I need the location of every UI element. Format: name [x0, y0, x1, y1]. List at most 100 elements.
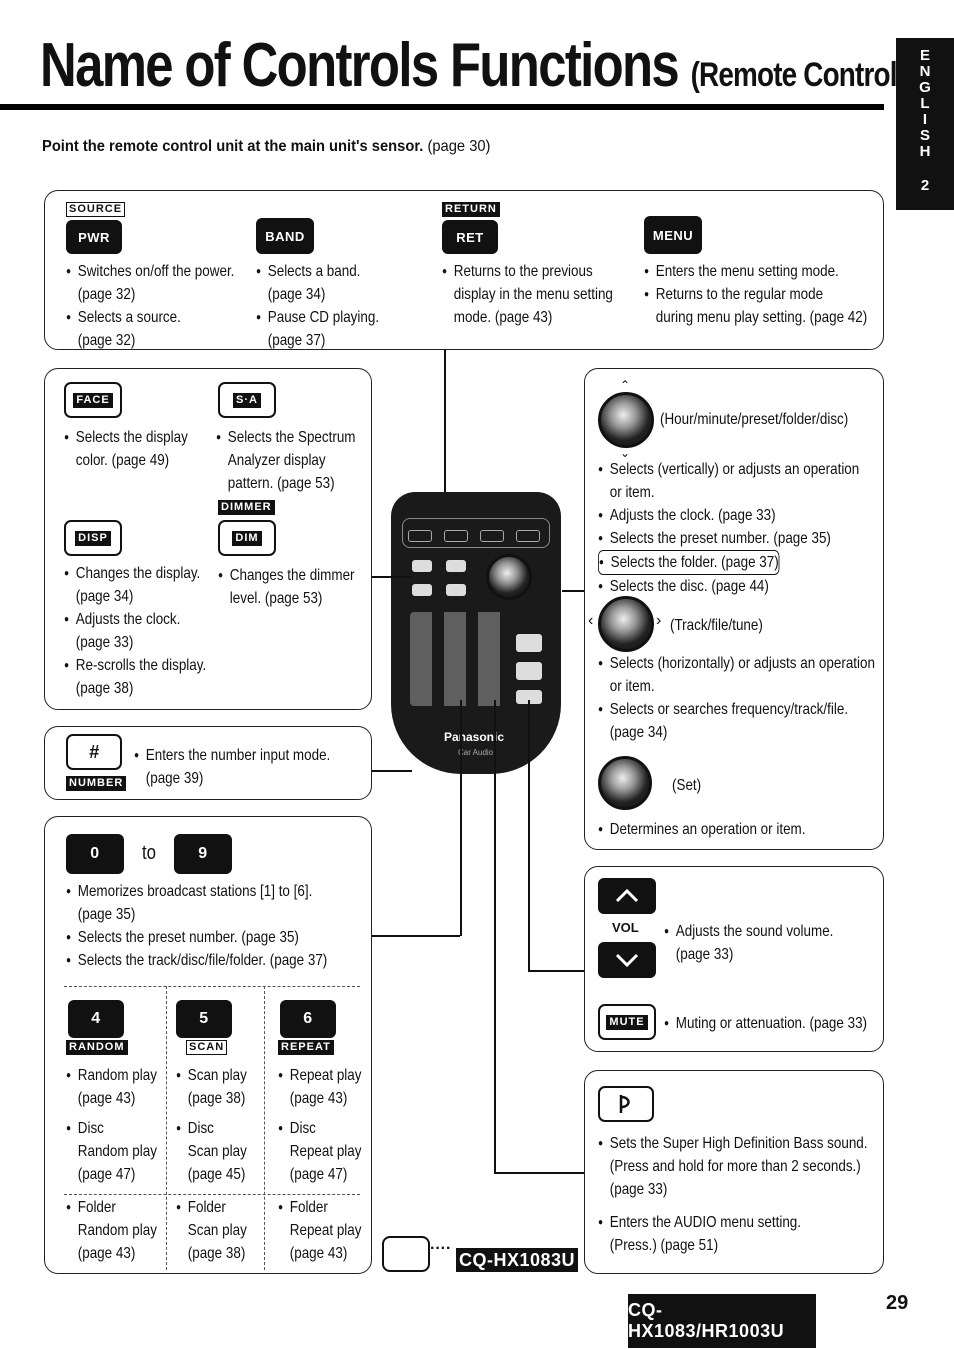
tab-letter: G — [919, 79, 931, 96]
key-9-button[interactable]: 9 — [174, 834, 232, 874]
ret-description: Returns to the previous display in the m… — [442, 260, 613, 329]
random-label: RANDOM — [66, 1040, 128, 1055]
top-controls-box — [44, 190, 884, 350]
key-0-button[interactable]: 0 — [66, 834, 124, 874]
dim-description: Changes the dimmer level. (page 53) — [218, 564, 355, 610]
ret-button[interactable]: RET — [442, 220, 498, 254]
desc-line: Adjusts the clock. (page 33) — [598, 504, 859, 527]
joystick-box — [584, 368, 884, 850]
disp-button[interactable]: DISP — [64, 520, 122, 556]
face-button[interactable]: FACE — [64, 382, 122, 418]
desc-line: (page 45) — [187, 1166, 246, 1183]
bass-button[interactable] — [598, 1086, 654, 1122]
desc-line: Sets the Super High Definition Bass soun… — [598, 1132, 868, 1155]
sa-description: Selects the Spectrum Analyzer display pa… — [216, 426, 356, 495]
arrow-up-icon: ⌃ — [620, 378, 631, 392]
desc-line: Repeat play — [289, 1222, 362, 1239]
desc-line: Selects a band. — [256, 260, 379, 283]
random-description: Random play (page 43) Disc Random play (… — [66, 1064, 157, 1265]
desc-line: Adjusts the clock. — [64, 608, 206, 631]
desc-line: (page 43) — [289, 1245, 348, 1262]
number-button[interactable]: # — [66, 734, 122, 770]
desc-line: Repeat play — [278, 1064, 361, 1087]
remote-brand-sub: Car Audio — [458, 748, 494, 757]
bass-box — [584, 1070, 884, 1274]
desc-line: Folder — [176, 1196, 247, 1219]
band-button[interactable]: BAND — [256, 218, 314, 254]
leader-line — [528, 970, 584, 972]
divider — [166, 986, 167, 1270]
desc-line: Selects the disc. (page 44) — [598, 575, 859, 598]
desc-line: (page 33) — [675, 946, 734, 963]
desc-line: Changes the dimmer — [218, 564, 355, 587]
desc-line: Muting or attenuation. (page 33) — [664, 1012, 867, 1035]
desc-line: Determines an operation or item. — [598, 818, 805, 841]
desc-line: pattern. (page 53) — [227, 475, 335, 492]
desc-line: mode. (page 43) — [453, 309, 553, 326]
desc-line: Selects the preset number. (page 35) — [66, 926, 327, 949]
desc-line: Disc — [66, 1117, 157, 1140]
bass-description: Sets the Super High Definition Bass soun… — [598, 1132, 868, 1257]
desc-line: level. (page 53) — [229, 590, 323, 607]
page-title: Name of Controls Functions (Remote Contr… — [40, 30, 954, 101]
desc-line: Folder — [66, 1196, 157, 1219]
title-main: Name of Controls Functions — [40, 31, 680, 100]
repeat-description: Repeat play (page 43) Disc Repeat play (… — [278, 1064, 361, 1265]
desc-line: Selects the Spectrum — [216, 426, 356, 449]
sa-button[interactable]: S·A — [218, 382, 276, 418]
desc-line: Disc — [176, 1117, 247, 1140]
desc-line: Selects (vertically) or adjusts an opera… — [598, 458, 859, 481]
dimmer-label: DIMMER — [218, 500, 275, 515]
desc-line: Analyzer display — [227, 452, 326, 469]
arrow-down-icon: ⌄ — [620, 446, 631, 460]
page-number: 29 — [886, 1292, 909, 1314]
remote-brand: Panasonic — [444, 730, 505, 744]
remote-key — [412, 584, 432, 596]
menu-button[interactable]: MENU — [644, 216, 702, 254]
pwr-button[interactable]: PWR — [66, 220, 122, 254]
arrow-left-icon: ‹ — [588, 612, 594, 629]
tab-letter: N — [919, 63, 931, 80]
mute-button[interactable]: MUTE — [598, 1004, 656, 1040]
desc-line: (page 34) — [75, 588, 134, 605]
band-description: Selects a band. (page 34) Pause CD playi… — [256, 260, 379, 352]
desc-line: Changes the display. — [64, 562, 206, 585]
scan-description: Scan play (page 38) Disc Scan play (page… — [176, 1064, 247, 1265]
desc-line: (page 43) — [289, 1090, 348, 1107]
desc-line: Pause CD playing. — [256, 306, 379, 329]
vertical-caption: (Hour/minute/preset/folder/disc) — [660, 411, 849, 428]
number-description: Enters the number input mode. (page 39) — [134, 744, 330, 790]
arrow-right-icon: › — [656, 612, 662, 629]
desc-line: Selects (horizontally) or adjusts an ope… — [598, 652, 875, 675]
number-label: NUMBER — [66, 776, 127, 791]
source-label: SOURCE — [66, 202, 126, 217]
desc-line: (page 39) — [145, 770, 204, 787]
set-caption: (Set) — [672, 777, 702, 794]
key-4-button[interactable]: 4 — [68, 1000, 124, 1038]
vol-down-button[interactable] — [598, 942, 656, 978]
vol-description: Adjusts the sound volume. (page 33) — [664, 920, 833, 966]
desc-line: Memorizes broadcast stations [1] to [6]. — [66, 880, 327, 903]
desc-line: (page 38) — [187, 1090, 246, 1107]
desc-line: Selects or searches frequency/track/file… — [598, 698, 875, 721]
language-tab: E N G L I S H 2 — [896, 38, 954, 210]
menu-description: Enters the menu setting mode. Returns to… — [644, 260, 867, 329]
desc-line: (Press and hold for more than 2 seconds.… — [609, 1158, 861, 1175]
desc-line: (page 34) — [267, 286, 326, 303]
to-word: to — [142, 842, 157, 864]
desc-line: Selects the display — [64, 426, 188, 449]
model-note-key-icon — [382, 1236, 430, 1272]
dim-button[interactable]: DIM — [218, 520, 276, 556]
title-rule — [0, 104, 884, 110]
vertical-description: Selects (vertically) or adjusts an opera… — [598, 458, 859, 598]
remote-mute-key — [516, 690, 542, 704]
desc-line: Re-scrolls the display. — [64, 654, 206, 677]
leader-line — [444, 350, 446, 492]
key-5-button[interactable]: 5 — [176, 1000, 232, 1038]
vol-up-button[interactable] — [598, 878, 656, 914]
desc-line: (page 38) — [75, 680, 134, 697]
desc-line: (page 32) — [77, 332, 136, 349]
remote-keypad — [410, 612, 506, 706]
key-6-button[interactable]: 6 — [280, 1000, 336, 1038]
desc-line: Random play — [77, 1143, 157, 1160]
